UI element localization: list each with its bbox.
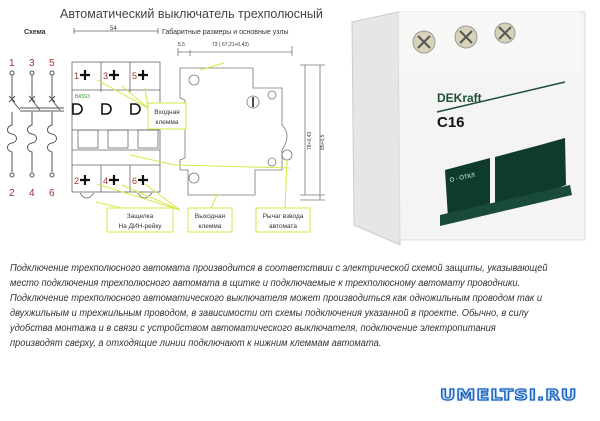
dim-width: 54 xyxy=(110,26,117,32)
pole-number-bottom: 4 xyxy=(29,188,35,199)
terminal-number: 4 xyxy=(103,176,108,186)
pole-number-bottom: 6 xyxy=(49,188,55,199)
pole-number-top: 5 xyxy=(49,58,55,69)
pole-number-top: 1 xyxy=(9,58,15,69)
dim-depth: 73 ( 67,21+0,43) xyxy=(212,42,249,48)
handle-label: О - ОТКЛ xyxy=(449,173,476,184)
side-view-drawing: 5,5 73 ( 67,21+0,43) 78+0,43 85+0,5 xyxy=(177,42,326,201)
callout-text: Выходная xyxy=(195,213,226,220)
description-text: Подключение трехполюсного автомата произ… xyxy=(10,261,549,351)
brand-label: DEKraft xyxy=(437,91,482,105)
terminal-number: 1 xyxy=(74,71,79,81)
terminal-number: 2 xyxy=(74,176,79,186)
paragraph: Подключение трехполюсного автомата произ… xyxy=(10,263,548,289)
pole-number-top: 3 xyxy=(29,58,35,69)
electrical-schematic: 1 3 5 2 4 6 xyxy=(7,58,64,199)
callout-text: Рычаг взвода xyxy=(263,213,304,220)
dim-height-outer: 85+0,5 xyxy=(320,134,326,150)
terminal-number: 5 xyxy=(132,71,137,81)
callout-text: клемма xyxy=(199,223,222,230)
scheme-label: Схема xyxy=(24,29,46,36)
callout-output-terminal: Выходная клемма xyxy=(187,207,233,233)
callout-text: Входная xyxy=(154,109,180,116)
callout-lever: Рычаг взвода автомата xyxy=(255,207,311,233)
diagram-title: Автоматический выключатель трехполюсный xyxy=(60,7,323,21)
callout-text: Защелка xyxy=(127,213,154,220)
callout-lines xyxy=(95,62,291,211)
callout-din-latch: Защелка На ДИН-рейку xyxy=(106,207,174,233)
dim-height-inner: 78+0,43 xyxy=(307,132,313,150)
paragraph: Подключение трехполюсного автоматическог… xyxy=(10,293,543,349)
terminal-number: 3 xyxy=(103,71,108,81)
terminal-number: 6 xyxy=(132,176,137,186)
model-label: ВА593 xyxy=(75,94,90,100)
dimensions-heading: Габаритные размеры и основные узлы xyxy=(162,28,288,36)
watermark-logo: UMELTSI.RU xyxy=(439,386,578,405)
callout-text: На ДИН-рейку xyxy=(118,222,162,230)
breaker-photo: DEKraft C16 О - ОТКЛ xyxy=(351,11,586,246)
dim-offset: 5,5 xyxy=(178,42,185,48)
front-view-drawing: 54 1 3 5 2 4 6 ВА593 xyxy=(71,26,161,199)
callout-text: клемма xyxy=(156,119,179,126)
screw-icon xyxy=(412,22,516,54)
rating-label: C16 xyxy=(437,114,465,131)
callout-input-terminal: Входная клемма xyxy=(147,102,187,130)
callout-text: автомата xyxy=(269,223,297,230)
pole-number-bottom: 2 xyxy=(9,188,15,199)
